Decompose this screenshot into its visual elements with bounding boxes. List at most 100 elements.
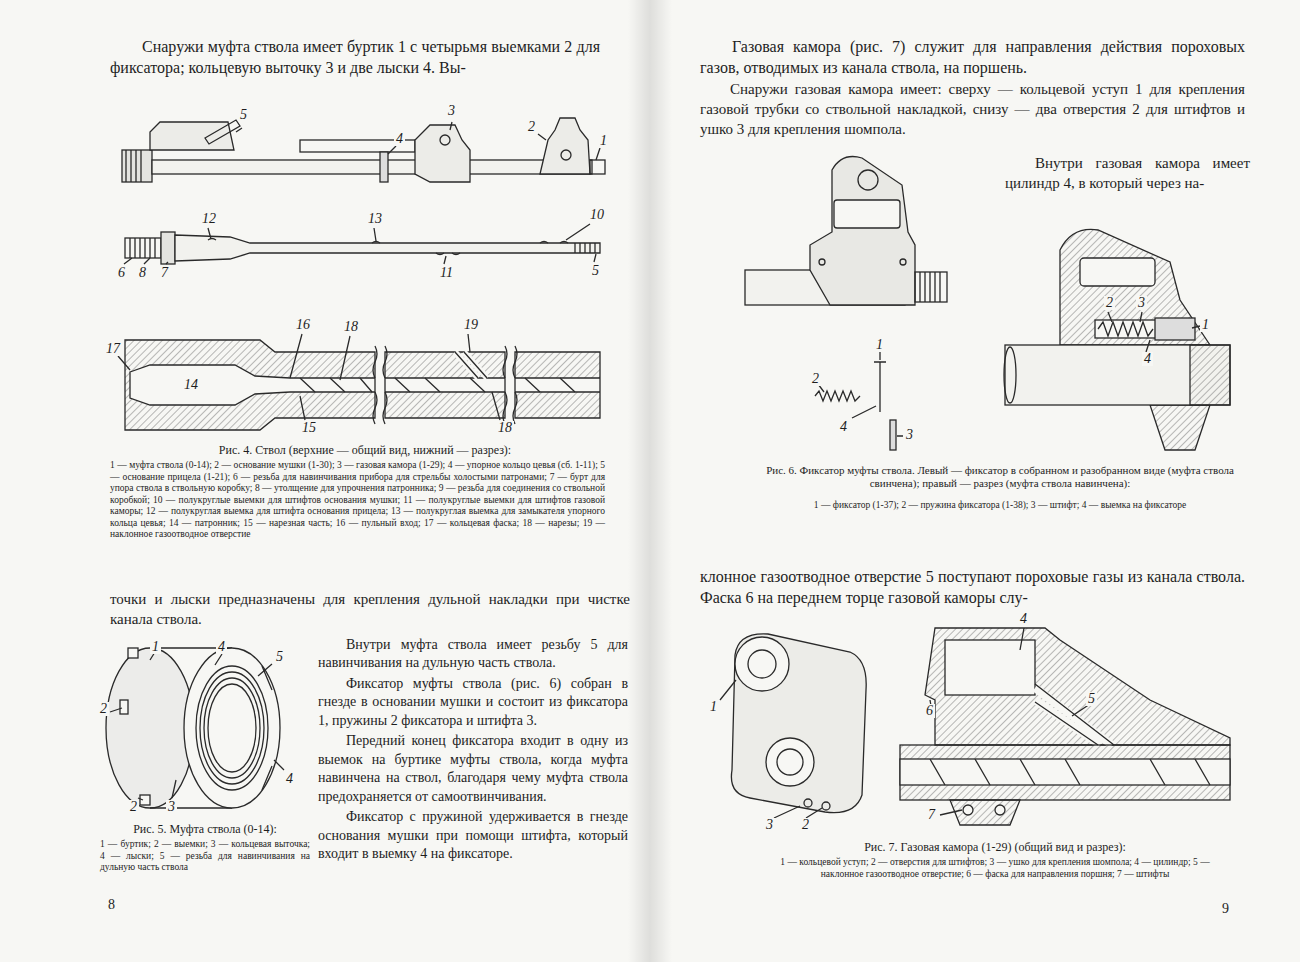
drawing-line [900,759,1230,785]
callout-number: 3 [904,428,915,442]
callout-number: 5 [238,108,249,122]
callout-number: 2 [1104,296,1115,310]
callout-number: 3 [1136,296,1147,310]
callout-number: 4 [1142,352,1153,366]
callout-number: 15 [300,421,318,435]
callout-number: 16 [294,318,312,332]
callout-number: 2 [98,702,109,716]
drawing-line [540,118,590,174]
drawing-line [128,648,138,658]
drawing-line [950,800,1020,825]
drawing-line [415,125,470,182]
callout-number: 1 [708,700,719,714]
callout-number: 3 [166,800,177,814]
drawing-line [1190,345,1230,405]
callout-number: 1 [874,338,885,352]
drawing-line [818,352,903,436]
body-paragraph: Внутри газовая камора имеет цилиндр 4, в… [1005,154,1250,194]
book-gutter [628,0,672,962]
drawing-line [945,640,1035,695]
drawing-line [731,634,866,813]
callout-number: 1 [1200,318,1211,332]
drawing-line [925,628,1230,745]
figure-legend: 1 — муфта ствола (0-14); 2 — основание м… [110,460,605,541]
body-paragraph: Газовая камора (рис. 7) служит для напра… [700,36,1245,78]
drawing-line [810,157,915,306]
figure-legend: 1 — кольцевой уступ; 2 — отверстия для ш… [760,857,1230,880]
drawing-line [720,680,822,818]
figure-caption: Рис. 4. Ствол (верхние — общий вид, нижн… [120,443,610,457]
drawing-line [890,420,896,450]
callout-number: 7 [159,266,170,280]
drawing-line [200,672,264,784]
drawing-line [380,152,388,182]
drawing-line [150,122,234,150]
drawing-line [110,652,284,800]
drawing-line [995,805,1005,815]
drawing-line [1005,345,1230,405]
callout-number: 13 [366,212,384,226]
drawing-line [122,150,152,182]
drawing-line [124,224,596,264]
callout-number: 1 [598,134,609,148]
drawing-line [1155,318,1195,340]
callout-number: 3 [446,104,457,118]
figure-legend: 1 — буртик; 2 — выемки; 3 — кольцевая вы… [100,839,310,874]
drawing-line [834,200,900,228]
callout-number: 4 [838,420,849,434]
callout-number: 7 [926,808,937,822]
drawing-line [748,650,776,678]
drawing-line [777,749,803,775]
drawing-line [455,352,487,378]
drawing-line [118,334,500,420]
drawing-line [373,346,387,424]
drawing-line [804,799,812,807]
drawing-line [1098,322,1153,336]
callout-number: 18 [342,320,360,334]
drawing-line [106,648,194,808]
callout-number: 14 [182,378,200,392]
figure-caption: Рис. 5. Муфта ствола (0-14): [100,822,310,836]
callout-number: 5 [1086,692,1097,706]
drawing-line [874,362,886,412]
drawing-line [1080,258,1155,286]
body-paragraph: точки и лыски предназначены для креплени… [110,590,630,630]
callout-number: 4 [284,772,295,786]
callout-number: 5 [590,264,601,278]
callout-number: 2 [128,800,139,814]
drawing-line [204,678,260,778]
body-paragraph: Передний конец фиксатора входит в одну и… [318,732,628,806]
drawing-line [819,259,825,265]
drawing-line [126,150,141,182]
callout-number: 5 [274,650,285,664]
figure-caption: Рис. 7. Газовая камора (1-29) (общий вид… [760,840,1230,854]
body-paragraph: Внутри муфта ствола имеет резьбу 5 для н… [318,636,628,673]
drawing-line [205,120,240,144]
drawing-line [515,352,600,418]
callout-number: 19 [462,318,480,332]
callout-number: 18 [496,421,514,435]
figure-legend: 1 — фиксатор (1-37); 2 — пружина фиксато… [760,500,1240,512]
callout-number: 3 [764,818,775,832]
callout-number: 1 [150,640,161,654]
body-paragraph: Снаружи муфта ствола имеет буртик 1 с че… [110,36,600,78]
drawing-line [120,700,128,714]
drawing-line [262,666,272,790]
drawing-line [900,259,906,265]
drawing-line [590,160,605,174]
drawing-line [196,666,268,790]
drawing-line [125,238,161,258]
drawing-line [561,150,571,160]
drawing-line [208,684,256,772]
drawing-line [858,170,878,190]
callout-number: 6 [116,266,127,280]
body-paragraph: Фиксатор с пружиной удерживается в гнезд… [318,808,628,863]
drawing-line [236,122,600,160]
drawing-line [1108,312,1200,352]
callout-number: 6 [924,704,935,718]
drawing-line [920,272,940,302]
callout-number: 17 [104,342,122,356]
drawing-line [455,352,487,378]
drawing-line [1004,347,1016,403]
drawing-line [152,160,592,174]
